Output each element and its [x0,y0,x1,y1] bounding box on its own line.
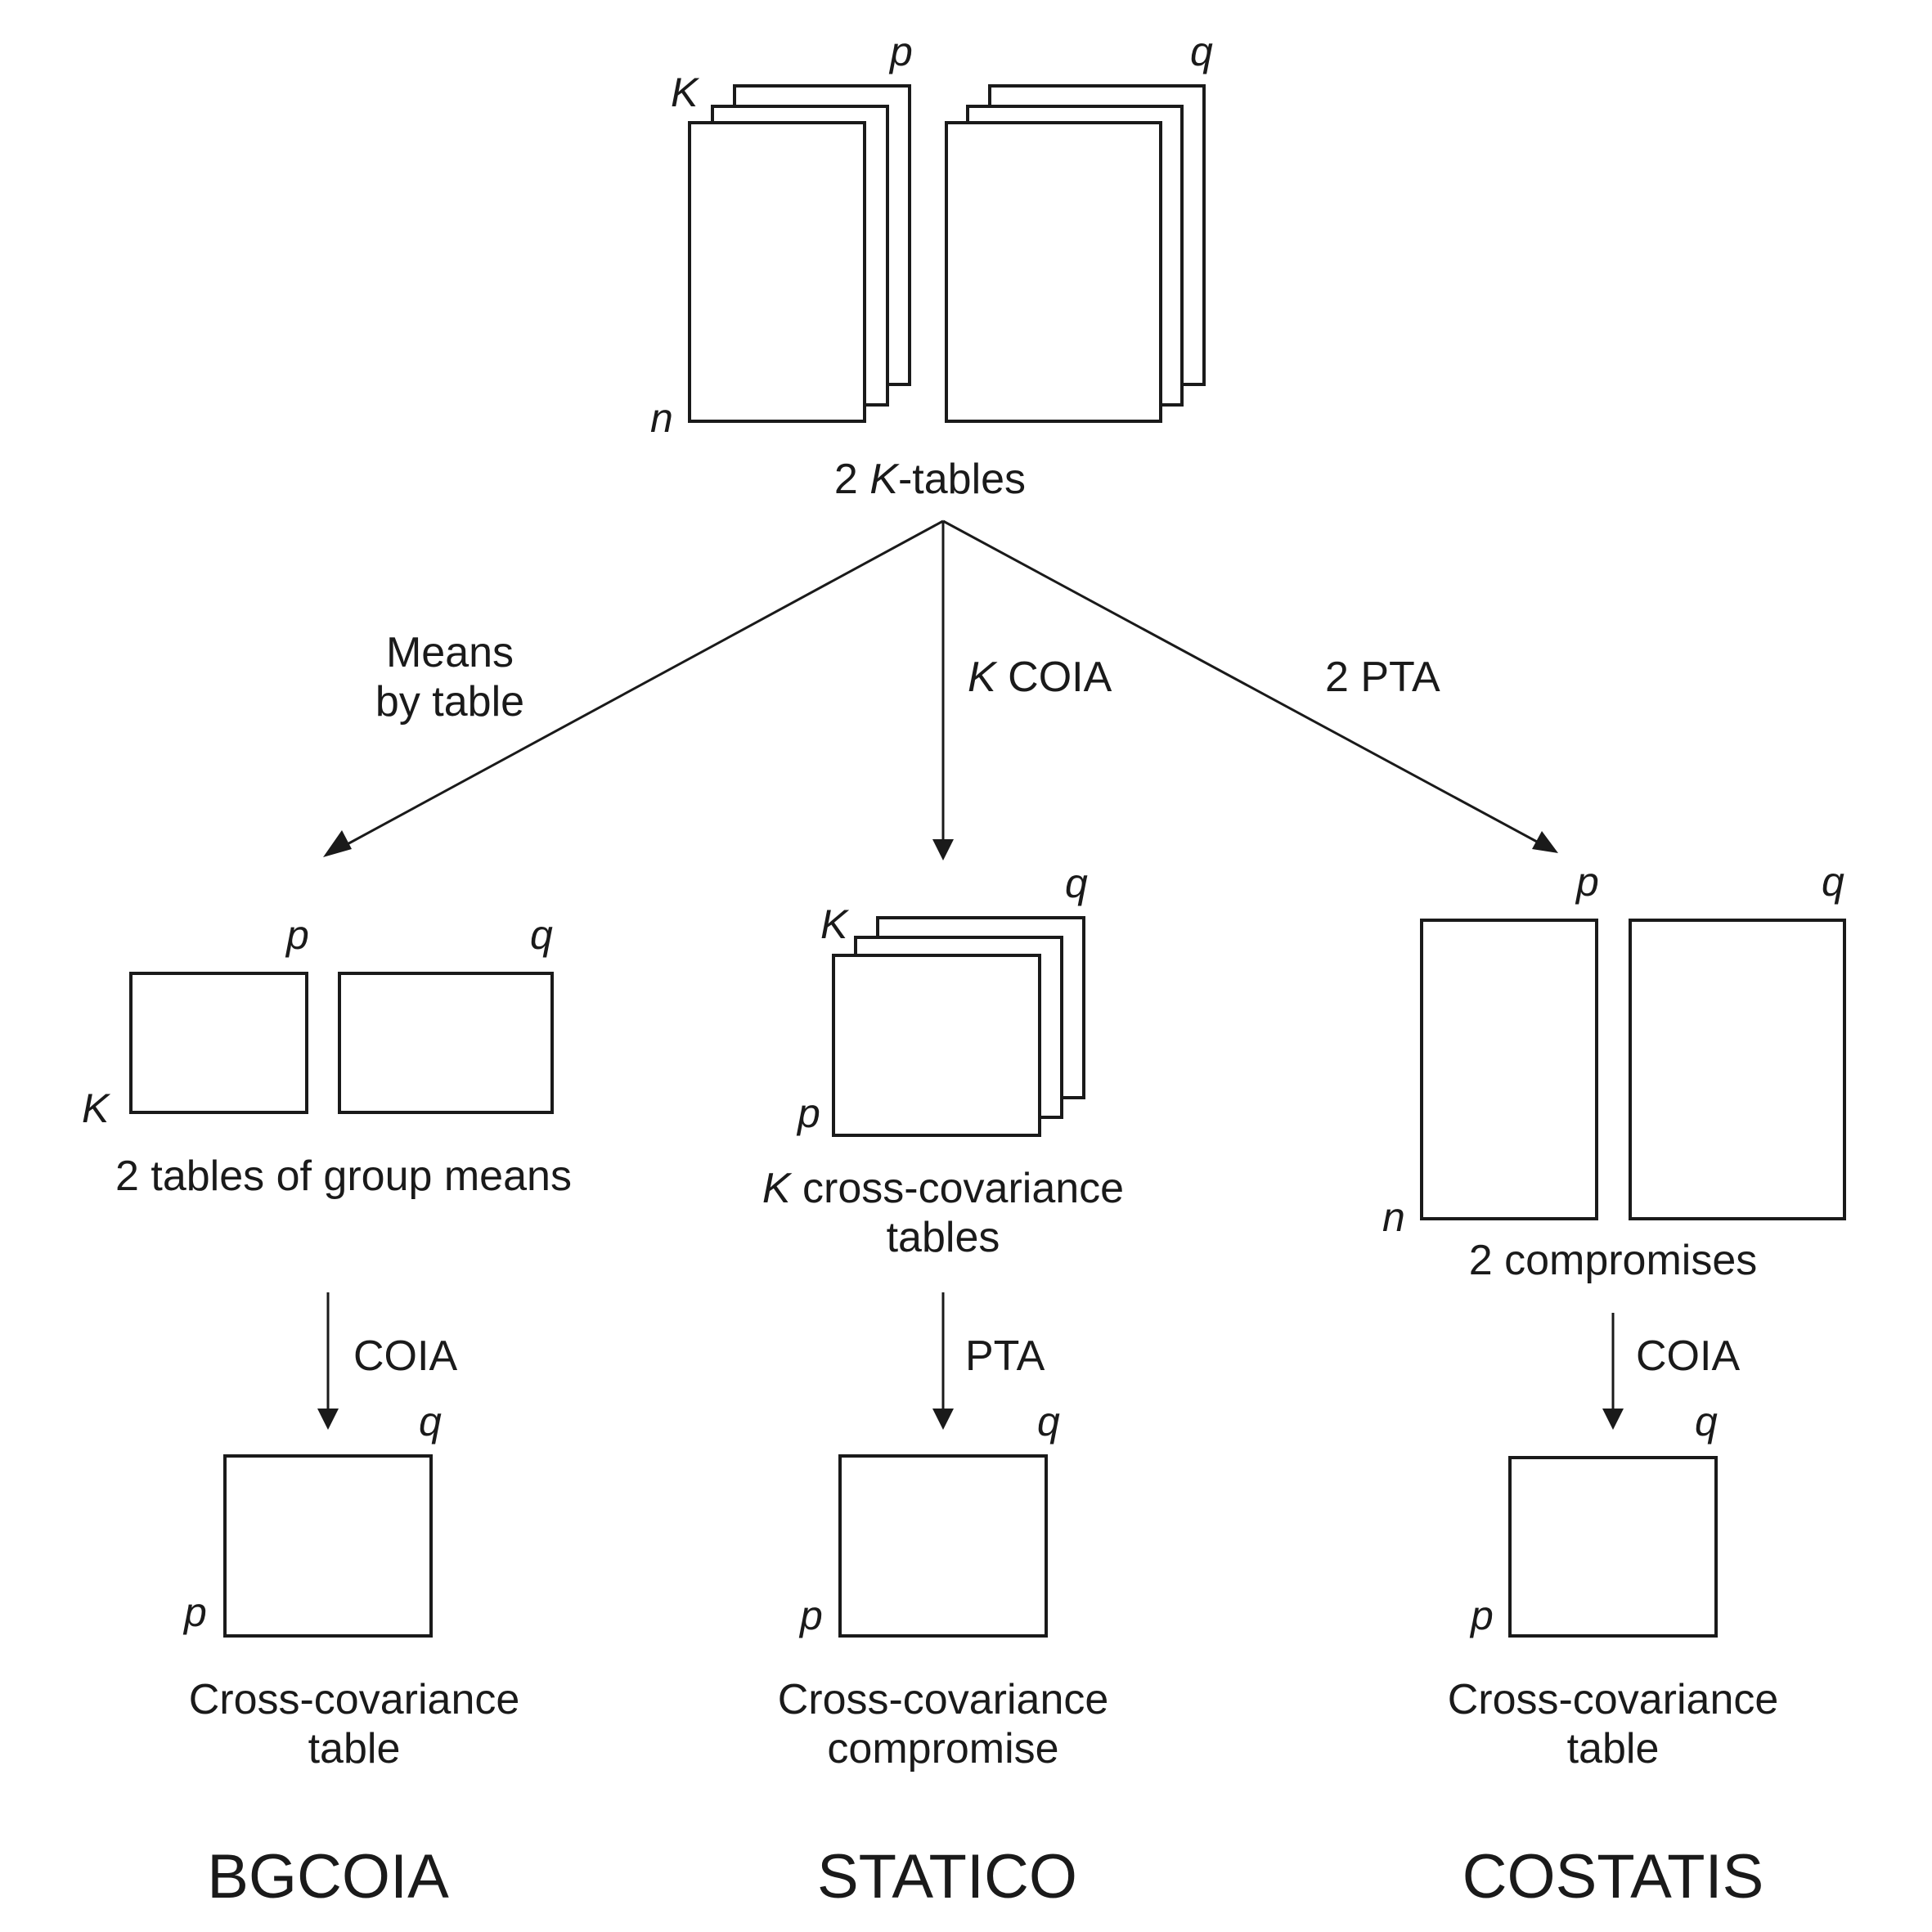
costatis-result-caption-1: Cross-covariance [1448,1676,1779,1723]
costatis-result-caption-2: table [1567,1725,1660,1772]
group-means-table-q [338,972,554,1114]
cross-cov-q-label: q [1065,860,1088,906]
bgcoia-result-p-label: p [182,1589,207,1635]
compromise-caption: 2 compromises [1469,1237,1758,1284]
group-means-caption: 2 tables of group means [115,1152,572,1200]
step-label-coia-right: COIA [1636,1332,1740,1380]
step-label-pta-middle: PTA [965,1332,1045,1380]
cross-cov-caption-2: tables [887,1214,1000,1261]
group-means-table-p [129,972,308,1114]
compromise-p-label: p [1575,859,1599,905]
arrow-head-coia-right [1602,1409,1624,1430]
group-means-p-label: p [285,912,309,958]
costatis-result-p-label: p [1469,1593,1494,1638]
arrow-to-compromises [942,519,1547,848]
statico-result-caption-1: Cross-covariance [778,1676,1109,1723]
compromise-table-q [1629,919,1846,1220]
bgcoia-result-table [223,1454,433,1638]
branch-statico: K q p K cross-covariance tables PTA q p … [762,860,1124,1912]
method-name-costatis: COSTATIS [1462,1842,1764,1912]
top-caption: 2 K-tables [834,456,1026,503]
bgcoia-result-q-label: q [419,1399,442,1445]
top-k-tables: K p q n 2 K-tables [650,29,1213,503]
bgcoia-result-caption-1: Cross-covariance [189,1676,520,1723]
group-means-k-label: K [82,1085,111,1131]
branch-arrows: Means by table K COIA 2 PTA [323,519,1558,860]
top-n-label: n [650,395,673,441]
cross-cov-k-label: K [820,901,850,947]
arrow-label-2-pta: 2 PTA [1325,654,1440,701]
arrow-head-pta-middle [932,1409,954,1430]
branch-bgcoia: p q K 2 tables of group means COIA q p C… [82,912,572,1912]
arrow-label-by-table: by table [375,678,524,726]
statico-result-p-label: p [798,1593,823,1638]
arrow-head-left [323,830,352,857]
cross-cov-caption-1: K cross-covariance [762,1165,1124,1212]
top-q-label: q [1190,29,1213,74]
arrow-head-right [1532,831,1558,853]
top-p-label: p [888,29,913,74]
group-means-q-label: q [530,912,553,958]
branch-costatis: p q n 2 compromises COIA q p Cross-covar… [1382,859,1846,1912]
arrow-label-means: Means [386,629,514,676]
compromise-q-label: q [1822,859,1844,905]
method-name-statico: STATICO [817,1842,1077,1912]
method-name-bgcoia: BGCOIA [207,1842,449,1912]
arrow-to-group-means [335,519,944,852]
costatis-result-q-label: q [1695,1399,1718,1445]
top-k-label: K [671,70,700,115]
compromise-n-label: n [1382,1194,1405,1240]
arrow-head-middle [932,839,954,860]
bgcoia-result-caption-2: table [308,1725,401,1772]
arrow-label-k-coia: K COIA [968,654,1112,701]
arrow-head-coia-left [317,1409,339,1430]
cross-cov-p-label: p [796,1090,820,1136]
step-label-coia-left: COIA [353,1332,457,1380]
statico-result-caption-2: compromise [827,1725,1058,1772]
k-table-stack-p [688,84,911,423]
costatis-result-table [1508,1456,1718,1638]
statico-result-q-label: q [1037,1399,1060,1445]
statico-result-table [838,1454,1048,1638]
compromise-table-p [1420,919,1598,1220]
cross-covariance-stack [832,916,1085,1137]
k-table-stack-q [945,84,1206,423]
